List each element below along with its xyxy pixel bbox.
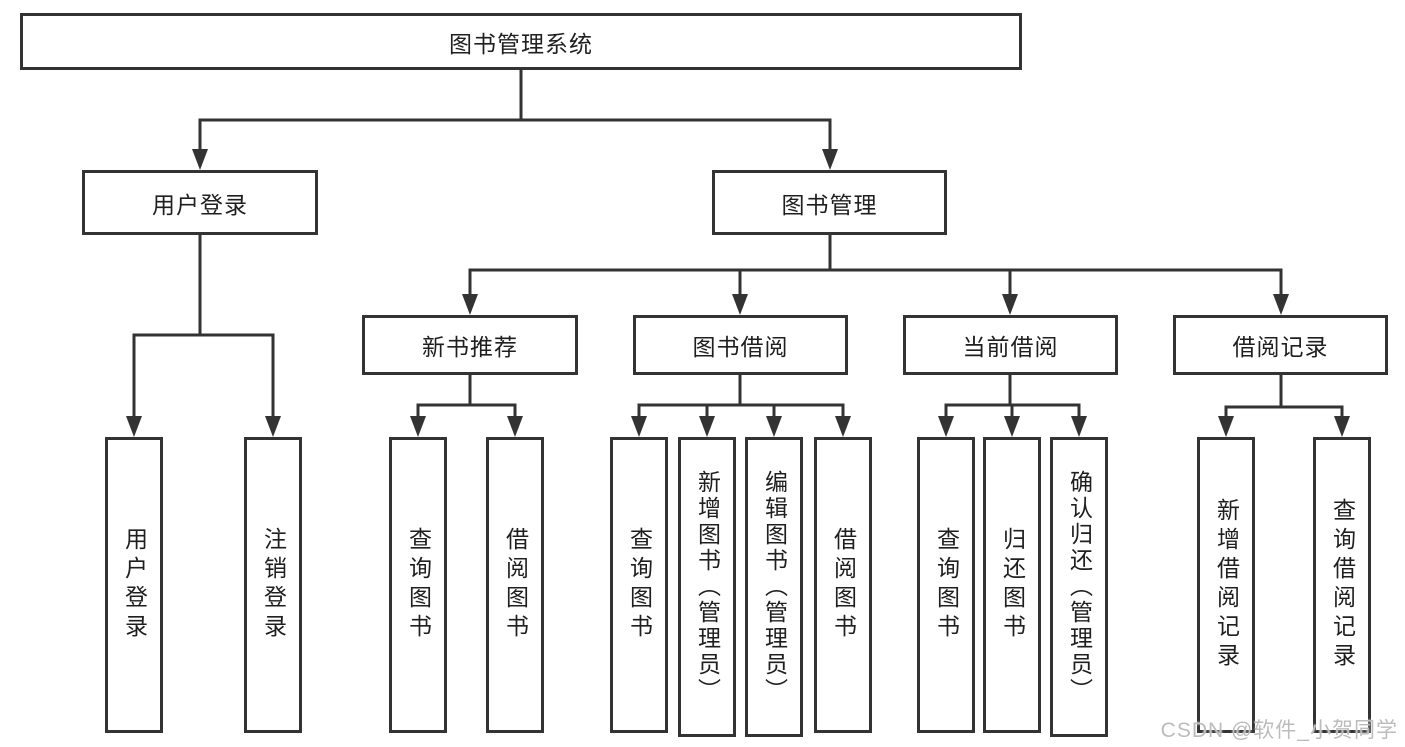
node-leaf-edit-books-admin: 编辑图书（管理员） bbox=[745, 437, 803, 737]
leaf-label: 用户登录 bbox=[121, 527, 148, 643]
node-borrow-records: 借阅记录 bbox=[1173, 315, 1388, 375]
csdn-watermark: CSDN @软件_小贺同学 bbox=[1160, 719, 1398, 742]
node-current-borrow: 当前借阅 bbox=[903, 315, 1118, 375]
leaf-label: 查询图书 bbox=[933, 527, 960, 643]
leaf-label: 查询借阅记录 bbox=[1329, 498, 1356, 672]
node-current-borrow-label: 当前借阅 bbox=[962, 334, 1059, 360]
node-leaf-return-books: 归还图书 bbox=[983, 437, 1041, 733]
node-leaf-confirm-return-admin: 确认归还（管理员） bbox=[1050, 437, 1108, 737]
node-leaf-query-books-current: 查询图书 bbox=[917, 437, 975, 733]
leaf-label: 编辑图书（管理员） bbox=[761, 470, 788, 704]
node-leaf-borrow-books-recommend: 借阅图书 bbox=[486, 437, 544, 733]
node-book-borrow-label: 图书借阅 bbox=[692, 334, 789, 360]
leaf-label: 注销登录 bbox=[260, 527, 287, 643]
node-root: 图书管理系统 bbox=[20, 13, 1022, 70]
node-leaf-borrow-books-2: 借阅图书 bbox=[814, 437, 872, 733]
node-leaf-logout: 注销登录 bbox=[244, 437, 302, 733]
node-book-management: 图书管理 bbox=[712, 170, 947, 235]
node-book-management-label: 图书管理 bbox=[781, 191, 878, 218]
node-leaf-query-borrow-record: 查询借阅记录 bbox=[1313, 437, 1371, 733]
node-borrow-records-label: 借阅记录 bbox=[1232, 334, 1329, 360]
node-leaf-query-books-recommend: 查询图书 bbox=[389, 437, 447, 733]
node-leaf-query-books-borrow: 查询图书 bbox=[610, 437, 668, 733]
node-leaf-add-books-admin: 新增图书（管理员） bbox=[678, 437, 736, 737]
node-new-book-recommend: 新书推荐 bbox=[362, 315, 578, 375]
node-user-login-label: 用户登录 bbox=[152, 191, 248, 218]
leaf-label: 新增图书（管理员） bbox=[694, 470, 721, 704]
node-root-label: 图书管理系统 bbox=[449, 30, 593, 57]
node-user-login: 用户登录 bbox=[82, 170, 318, 235]
leaf-label: 归还图书 bbox=[999, 527, 1026, 643]
leaf-label: 查询图书 bbox=[626, 527, 653, 643]
node-new-book-recommend-label: 新书推荐 bbox=[422, 334, 518, 360]
leaf-label: 借阅图书 bbox=[830, 527, 857, 643]
leaf-label: 借阅图书 bbox=[502, 527, 529, 643]
leaf-label: 新增借阅记录 bbox=[1213, 498, 1240, 672]
leaf-label: 确认归还（管理员） bbox=[1066, 470, 1093, 704]
node-leaf-add-borrow-record: 新增借阅记录 bbox=[1197, 437, 1255, 733]
node-book-borrow: 图书借阅 bbox=[633, 315, 848, 375]
leaf-label: 查询图书 bbox=[405, 527, 432, 643]
node-leaf-user-login: 用户登录 bbox=[105, 437, 163, 733]
